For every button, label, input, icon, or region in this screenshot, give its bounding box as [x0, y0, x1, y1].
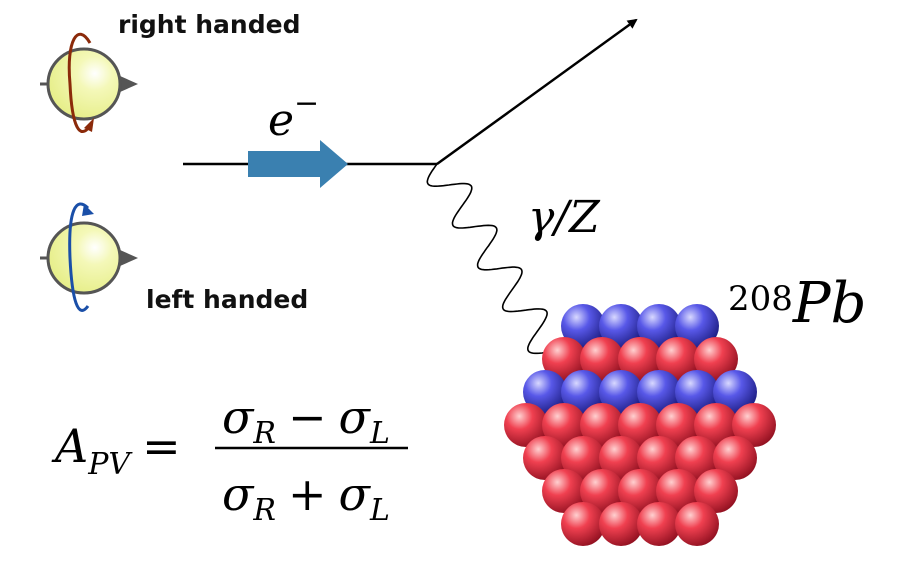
- right-handed-label: right handed: [118, 10, 300, 39]
- neutron-sphere: [637, 370, 681, 414]
- proton-sphere: [656, 337, 700, 381]
- proton-sphere: [542, 337, 586, 381]
- proton-sphere: [542, 403, 586, 447]
- proton-sphere: [675, 502, 719, 546]
- proton-sphere: [675, 436, 719, 480]
- scattered-electron-arrow: [436, 18, 638, 166]
- neutron-sphere: [713, 370, 757, 414]
- asymmetry-formula: APV= σR−σL σR+σL: [51, 390, 408, 528]
- left-handed-label: left handed: [146, 285, 308, 314]
- neutron-sphere: [599, 370, 643, 414]
- formula-denominator: σR+σL: [222, 467, 390, 528]
- proton-sphere: [637, 436, 681, 480]
- proton-sphere: [580, 337, 624, 381]
- boson-label: γ/Z: [528, 192, 601, 243]
- proton-sphere: [504, 403, 548, 447]
- neutron-sphere: [599, 304, 643, 348]
- proton-sphere: [580, 469, 624, 513]
- nucleus-label: 208Pb: [728, 271, 866, 336]
- proton-sphere: [656, 469, 700, 513]
- proton-sphere: [618, 403, 662, 447]
- proton-sphere: [694, 403, 738, 447]
- proton-sphere: [580, 403, 624, 447]
- formula-lhs: APV=: [51, 419, 181, 482]
- right-handed-spin-icon: [40, 32, 138, 133]
- proton-sphere: [542, 469, 586, 513]
- neutron-sphere: [523, 370, 567, 414]
- electron-label: e−: [268, 86, 319, 146]
- neutron-sphere: [561, 370, 605, 414]
- proton-sphere: [656, 403, 700, 447]
- lead-nucleus: [504, 304, 776, 546]
- proton-sphere: [599, 502, 643, 546]
- proton-sphere: [618, 337, 662, 381]
- boson-propagator: [426, 163, 551, 355]
- proton-sphere: [694, 337, 738, 381]
- proton-sphere: [561, 502, 605, 546]
- neutron-sphere: [561, 304, 605, 348]
- formula-numerator: σR−σL: [222, 390, 390, 451]
- proton-sphere: [599, 436, 643, 480]
- left-handed-spin-icon: [40, 202, 138, 312]
- proton-sphere: [561, 436, 605, 480]
- proton-sphere: [713, 436, 757, 480]
- proton-sphere: [694, 469, 738, 513]
- neutron-sphere: [675, 304, 719, 348]
- proton-sphere: [732, 403, 776, 447]
- neutron-sphere: [675, 370, 719, 414]
- beam-direction-arrow: [248, 140, 348, 188]
- neutron-sphere: [637, 304, 681, 348]
- proton-sphere: [637, 502, 681, 546]
- proton-sphere: [618, 469, 662, 513]
- proton-sphere: [523, 436, 567, 480]
